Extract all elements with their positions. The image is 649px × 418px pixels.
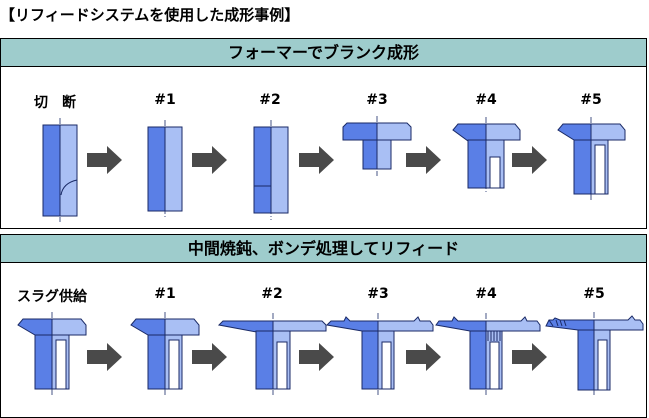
- arrow-right-icon: [299, 146, 334, 174]
- arrow-right-icon: [406, 343, 441, 371]
- step-label-3: #3: [366, 92, 388, 108]
- arrow-right-icon: [512, 343, 547, 371]
- arrow-right-icon: [299, 343, 334, 371]
- section-refeed: 中間焼鈍、ボンデ処理してリフィード: [0, 234, 647, 418]
- arrow-right-icon: [192, 146, 227, 174]
- step-label-3: #3: [367, 286, 389, 302]
- step-label-2: #2: [261, 286, 283, 302]
- part-slug-feed: [17, 312, 87, 395]
- part-refeed-step2: [217, 313, 327, 395]
- section-blank-forming: フォーマーでブランク成形: [0, 38, 647, 229]
- step-label-5: #5: [583, 286, 605, 302]
- step-label-5: #5: [580, 92, 602, 108]
- step-label-4: #4: [475, 92, 497, 108]
- page-title: 【リフィードシステムを使用した成形事例】: [0, 6, 300, 24]
- part-cut-slug: [42, 118, 78, 222]
- part-refeed-step1: [130, 312, 200, 395]
- step-label-1: #1: [154, 286, 176, 302]
- part-step4: [452, 117, 521, 194]
- step-label-4: #4: [475, 286, 497, 302]
- step-label-cut: 切断: [34, 95, 90, 111]
- part-refeed-step3: [325, 313, 434, 395]
- arrow-right-icon: [87, 343, 122, 371]
- part-step3: [342, 116, 412, 176]
- arrow-right-icon: [406, 146, 441, 174]
- section-title: 中間焼鈍、ボンデ処理してリフィード: [1, 235, 646, 263]
- step-label-2: #2: [259, 92, 281, 108]
- part-step5: [557, 117, 626, 200]
- arrow-right-icon: [192, 343, 227, 371]
- arrow-right-icon: [512, 146, 547, 174]
- part-step2: [253, 120, 289, 220]
- step-label-1: #1: [154, 92, 176, 108]
- part-refeed-step4: [435, 313, 541, 395]
- part-refeed-step5: [545, 312, 644, 396]
- section-title: フォーマーでブランク成形: [1, 39, 646, 67]
- part-step1: [147, 120, 183, 218]
- arrow-right-icon: [87, 146, 122, 174]
- step-label-slug-feed: スラグ供給: [17, 289, 87, 305]
